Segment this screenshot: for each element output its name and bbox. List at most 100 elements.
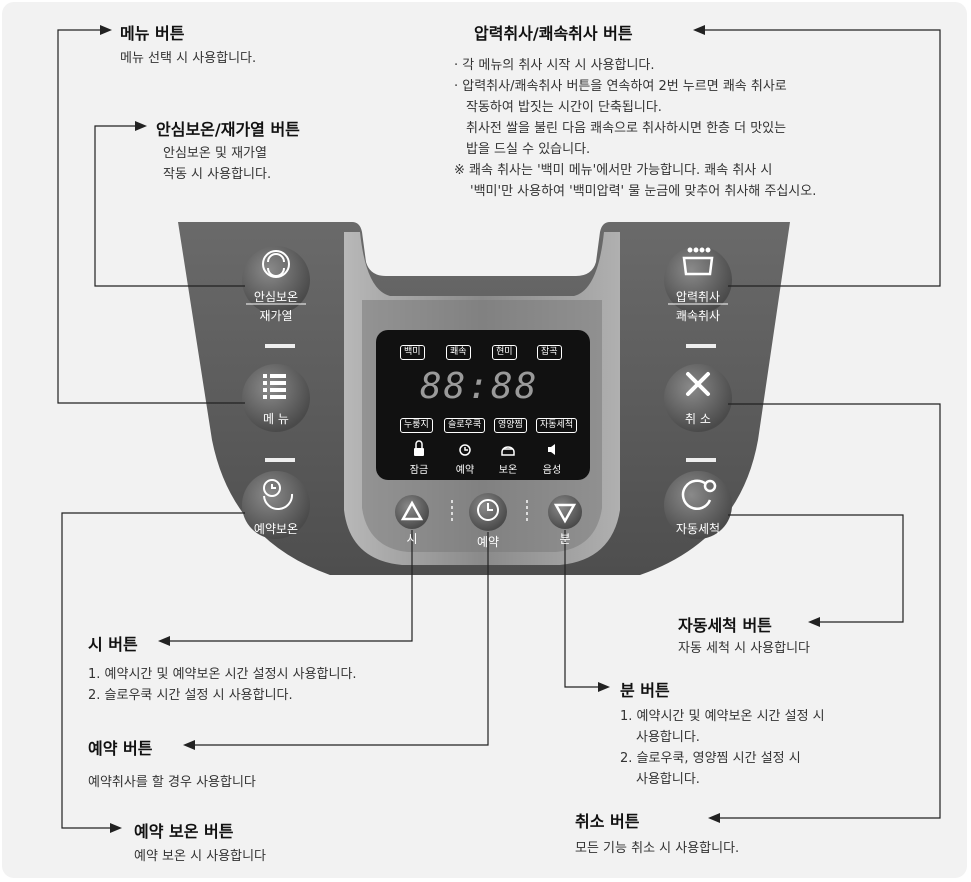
reservewarm-title: 예약 보온 버튼 (134, 822, 234, 841)
reserve-desc-line: 예약취사를 할 경우 사용합니다 (88, 775, 256, 790)
minute-desc-line: 사용합니다. (636, 730, 700, 745)
keepwarm-pot-icon (501, 446, 515, 456)
keepwarm-label-top: 안심보온 (253, 290, 299, 304)
down-triangle-icon (553, 503, 577, 524)
minute-label: 분 (559, 532, 571, 546)
pressure-desc-line: ※ 쾌속 취사는 '백미 메뉴'에서만 가능합니다. 쾌속 취사 시 (454, 163, 773, 178)
reservewarm-button-shape (242, 471, 310, 539)
reservewarm-desc: 예약 보온 시 사용합니다 (134, 846, 266, 867)
reserve-connector (195, 532, 489, 746)
minute-title: 분 버튼 (620, 681, 670, 700)
reserve-clock-icon (459, 444, 471, 456)
minute-desc-line: 사용합니다. (636, 772, 700, 787)
reservewarm-connector (61, 512, 245, 829)
pressure-desc: · 각 메뉴의 취사 시작 시 사용합니다. · 압력취사/쾌속취사 버튼을 연… (454, 55, 816, 202)
display-menu-slowcook: 슬로우쿡 (444, 418, 486, 433)
display-menu-steam: 영양찜 (494, 418, 527, 433)
display-menu-nurungji: 누룽지 (400, 418, 433, 433)
clock-icon (477, 499, 499, 521)
cancel-button[interactable]: 취 소 (658, 410, 738, 427)
display-screen (376, 330, 590, 480)
pressure-button[interactable]: 압력취사 쾌속취사 (658, 288, 738, 324)
minute-connector (564, 530, 598, 688)
menu-label: 메 뉴 (263, 412, 289, 426)
keepwarm-icon (262, 250, 290, 278)
minute-button[interactable]: 분 (545, 530, 585, 547)
reservewarm-label: 예약보온 (253, 522, 299, 536)
keepwarm-desc-line: 작동 시 사용합니다. (163, 167, 272, 182)
cancel-label: 취 소 (685, 412, 711, 426)
autoclean-title: 자동세척 버튼 (678, 616, 772, 635)
menu-button[interactable]: 메 뉴 (236, 410, 316, 427)
keepwarm-desc-line: 안심보온 및 재가열 (163, 146, 267, 161)
pressure-desc-line: · 압력취사/쾌속취사 버튼을 연속하여 2번 누르면 쾌속 취사로 (454, 79, 787, 94)
reserve-button[interactable]: 예약 (468, 533, 508, 550)
speaker-icon (548, 444, 555, 455)
cancel-connector (720, 403, 941, 819)
keepwarm-connector (94, 125, 245, 287)
minute-desc-line: 1. 예약시간 및 예약보온 시간 설정 시 (620, 709, 825, 724)
hour-title: 시 버튼 (88, 635, 138, 654)
reserve-button-shape (469, 493, 507, 531)
minute-desc: 1. 예약시간 및 예약보온 시간 설정 시 사용합니다. 2. 슬로우쿡, 영… (620, 706, 825, 790)
display-menu-hyeonmi: 현미 (492, 345, 517, 360)
hour-button-shape (395, 495, 429, 529)
pressure-desc-line: '백미'만 사용하여 '백미압력' 물 눈금에 맞추어 취사해 주십시오. (470, 184, 817, 199)
reservewarm-icon (263, 479, 294, 511)
pressure-label-top: 압력취사 (675, 290, 721, 304)
autoclean-button[interactable]: 자동세척 (658, 520, 738, 537)
display-status-voice: 음성 (542, 465, 562, 476)
pressure-pot-icon (682, 247, 714, 276)
hour-connector (170, 530, 413, 642)
display-menu-kwaesok: 쾌속 (446, 345, 471, 360)
autoclean-desc: 자동 세척 시 사용합니다 (678, 638, 810, 659)
pressure-connector (705, 29, 941, 287)
lock-icon (414, 440, 424, 456)
hour-desc-line: 1. 예약시간 및 예약보온 시간 설정시 사용합니다. (88, 667, 357, 682)
cancel-button-shape (664, 364, 732, 432)
menu-connector (57, 29, 245, 404)
pressure-desc-line: 밥을 드실 수 있습니다. (466, 142, 591, 157)
keepwarm-button[interactable]: 안심보온 재가열 (236, 288, 316, 324)
keepwarm-title: 안심보온/재가열 버튼 (156, 120, 300, 139)
minute-button-shape (548, 495, 582, 529)
cancel-title: 취소 버튼 (575, 812, 640, 831)
menu-desc: 메뉴 선택 시 사용합니다. (120, 48, 256, 69)
hour-label: 시 (406, 532, 418, 546)
keepwarm-button-shape (242, 246, 310, 314)
reserve-desc: 예약취사를 할 경우 사용합니다 (88, 772, 256, 793)
hour-desc-line: 2. 슬로우쿡 시간 설정 시 사용합니다. (88, 688, 293, 703)
menu-list-icon (263, 374, 286, 399)
autoclean-connector (728, 514, 904, 623)
autoclean-icon (681, 479, 717, 510)
reservewarm-desc-line: 예약 보온 시 사용합니다 (134, 849, 266, 864)
menu-title: 메뉴 버튼 (120, 24, 185, 43)
cancel-desc-line: 모든 기능 취소 시 사용합니다. (575, 841, 740, 856)
pressure-title: 압력취사/쾌속취사 버튼 (474, 24, 633, 43)
minute-desc-line: 2. 슬로우쿡, 영양찜 시간 설정 시 (620, 751, 801, 766)
display-digits: 88:88 (420, 366, 539, 407)
reserve-title: 예약 버튼 (88, 739, 153, 758)
pressure-label-bottom: 쾌속취사 (675, 309, 721, 323)
pressure-desc-line: · 각 메뉴의 취사 시작 시 사용합니다. (454, 58, 655, 73)
hour-desc: 1. 예약시간 및 예약보온 시간 설정시 사용합니다. 2. 슬로우쿡 시간 … (88, 664, 357, 706)
autoclean-label: 자동세척 (675, 522, 721, 536)
display-menu-baekmi: 백미 (400, 345, 425, 360)
pressure-desc-line: 취사전 쌀을 불린 다음 쾌속으로 취사하시면 한층 더 맛있는 (466, 121, 787, 136)
autoclean-desc-line: 자동 세척 시 사용합니다 (678, 641, 810, 656)
reservewarm-button[interactable]: 예약보온 (236, 520, 316, 537)
display-status-lock: 잠금 (409, 465, 429, 476)
display-status-reserve: 예약 (455, 465, 475, 476)
menu-desc-line: 메뉴 선택 시 사용합니다. (120, 51, 257, 66)
display-menu-japgok: 잡곡 (537, 345, 562, 360)
keepwarm-label-bottom: 재가열 (259, 309, 293, 323)
keepwarm-desc: 안심보온 및 재가열 작동 시 사용합니다. (163, 143, 271, 185)
up-triangle-icon (400, 500, 424, 521)
cancel-desc: 모든 기능 취소 시 사용합니다. (575, 838, 739, 859)
display-status-keepwarm: 보온 (498, 465, 518, 476)
reserve-label: 예약 (476, 535, 500, 549)
display-menu-autoclean: 자동세척 (536, 418, 578, 433)
hour-button[interactable]: 시 (392, 530, 432, 547)
cancel-x-icon (686, 372, 710, 396)
